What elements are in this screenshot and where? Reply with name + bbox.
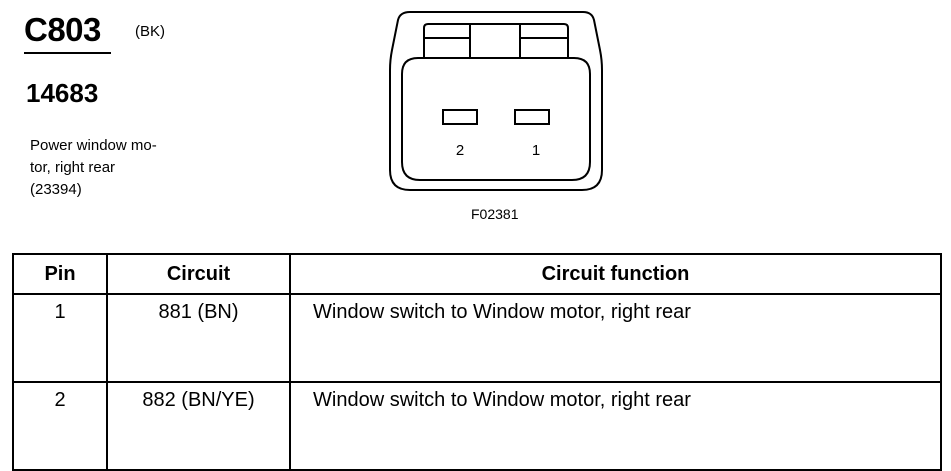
connector-description: Power window mo- tor, right rear (23394) bbox=[30, 135, 157, 201]
description-line: (23394) bbox=[30, 181, 82, 198]
column-header-circuit: Circuit bbox=[106, 253, 291, 295]
pinout-table: Pin Circuit Circuit function 1 881 (BN) … bbox=[12, 253, 942, 471]
pin-2-label: 2 bbox=[456, 142, 464, 159]
column-header-pin: Pin bbox=[12, 253, 108, 295]
table-row: 2 882 (BN/YE) Window switch to Window mo… bbox=[12, 381, 942, 471]
description-line: Power window mo- bbox=[30, 137, 157, 154]
table-header-row: Pin Circuit Circuit function bbox=[12, 253, 942, 295]
connector-latch bbox=[423, 23, 569, 58]
pin-1-terminal bbox=[514, 109, 550, 125]
connector-outer-shell bbox=[389, 11, 603, 191]
part-number: 14683 bbox=[26, 78, 99, 108]
circuit-cell: 882 (BN/YE) bbox=[106, 381, 291, 471]
circuit-function-cell: Window switch to Window motor, right rea… bbox=[289, 381, 942, 471]
connector-color-code: (BK) bbox=[135, 23, 165, 40]
connector-id: C803 bbox=[24, 11, 101, 48]
figure-id: F02381 bbox=[471, 206, 519, 222]
circuit-function-cell: Window switch to Window motor, right rea… bbox=[289, 293, 942, 383]
connector-face-diagram: 2 1 bbox=[389, 11, 603, 191]
column-header-circuit-function: Circuit function bbox=[289, 253, 942, 295]
pin-cell: 1 bbox=[12, 293, 108, 383]
description-line: tor, right rear bbox=[30, 159, 116, 176]
pin-2-terminal bbox=[442, 109, 478, 125]
connector-id-underline bbox=[24, 52, 111, 54]
table-row: 1 881 (BN) Window switch to Window motor… bbox=[12, 293, 942, 383]
pin-1-label: 1 bbox=[532, 142, 540, 159]
pin-cell: 2 bbox=[12, 381, 108, 471]
circuit-cell: 881 (BN) bbox=[106, 293, 291, 383]
connector-inner-face bbox=[401, 57, 591, 181]
